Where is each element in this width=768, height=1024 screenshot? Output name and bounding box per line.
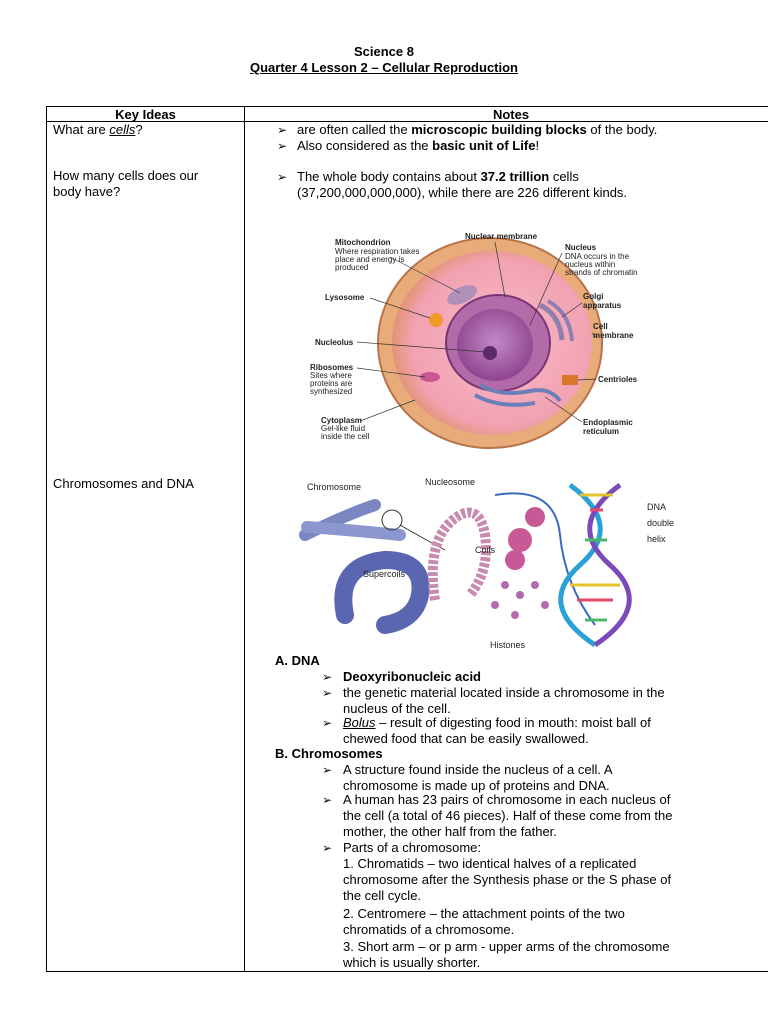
column-header-key-ideas: Key Ideas [115, 107, 176, 122]
chromosome-pairs: A human has 23 pairs of chromosome in ea… [343, 792, 673, 839]
label-ribosomes: Ribosomes [310, 363, 354, 372]
label-cytoplasm-desc: Gel-like fluid [321, 424, 365, 433]
label-coils: Coils [475, 545, 496, 555]
label-nucleus: Nucleus [565, 243, 597, 252]
chromosome-shape [299, 499, 406, 541]
coils-shape [427, 507, 545, 601]
chromosome-structure: A structure found inside the nucleus of … [343, 762, 613, 793]
dna-helix-shape [558, 482, 632, 648]
bolus-note: Bolus – result of digesting food in mout… [343, 715, 651, 746]
lysosome-shape [429, 313, 443, 327]
label-mito-desc: place and energy is [335, 255, 404, 264]
section-b-title: B. Chromosomes [275, 746, 383, 761]
golgi-shape [546, 299, 574, 342]
column-header-notes: Notes [492, 107, 530, 122]
histones-shape [491, 581, 549, 619]
dna-genetic-material: the genetic material located inside a ch… [343, 685, 665, 716]
animal-cell-diagram: Mitochondrion Where respiration takes pl… [310, 232, 638, 449]
part-chromatids: 1. Chromatids – two identical halves of … [343, 856, 672, 903]
label-nucleus-desc: nucleus within [565, 260, 615, 269]
note-cell-count: The whole body contains about 37.2 trill… [297, 169, 628, 200]
chromosome-dna-diagram: Chromosome Nucleosome Coils Supercoils H… [299, 477, 674, 650]
label-nucleolus: Nucleolus [315, 338, 354, 347]
label-ribosomes-desc: synthesized [310, 387, 352, 396]
bullet-arrow-icon: ➢ [277, 139, 288, 153]
part-short-arm: 3. Short arm – or p arm - upper arms of … [343, 939, 670, 970]
bullet-arrow-icon: ➢ [277, 123, 288, 137]
label-dna: DNA [647, 502, 666, 512]
label-dna: double [647, 518, 674, 528]
bullet-arrow-icon: ➢ [322, 793, 333, 807]
notes-table: Key Ideas Notes [46, 106, 768, 972]
label-cell-membrane: membrane [593, 331, 634, 340]
er-shape [478, 383, 562, 403]
centriole-shape [562, 375, 578, 385]
label-lysosome: Lysosome [325, 293, 365, 302]
column-divider [244, 107, 245, 971]
label-mito-desc: produced [335, 263, 368, 272]
label-nucleus-desc: DNA occurs in the [565, 252, 630, 261]
bullet-arrow-icon: ➢ [322, 686, 333, 700]
part-centromere: 2. Centromere – the attachment points of… [343, 906, 625, 937]
note-building-blocks: are often called the microscopic buildin… [297, 122, 658, 137]
label-histones: Histones [490, 640, 526, 650]
nucleus-inner-shape [457, 309, 533, 381]
label-golgi: Golgi [583, 292, 603, 301]
bullet-arrow-icon: ➢ [322, 841, 333, 855]
bullet-arrow-icon: ➢ [322, 670, 333, 684]
lesson-title: Quarter 4 Lesson 2 – Cellular Reproducti… [249, 60, 518, 75]
key-idea-cells: What are cells? [53, 122, 143, 137]
label-cytoplasm-desc: inside the cell [321, 432, 370, 441]
nucleolus-shape [483, 346, 497, 360]
supercoils-shape [334, 550, 430, 634]
label-mitochondrion: Mitochondrion [335, 238, 391, 247]
chromosome-parts-heading: Parts of a chromosome: [343, 840, 481, 855]
section-a-title: A. DNA [275, 653, 320, 668]
header-divider [47, 121, 768, 122]
dna-definition: Deoxyribonucleic acid [343, 669, 481, 684]
label-ribosomes-desc: proteins are [310, 379, 353, 388]
label-supercoils: Supercoils [363, 569, 406, 579]
label-golgi: apparatus [583, 301, 622, 310]
bullet-arrow-icon: ➢ [322, 763, 333, 777]
label-centrioles: Centrioles [598, 375, 638, 384]
label-er: reticulum [583, 427, 619, 436]
document-title: Science 8 [354, 44, 414, 59]
key-idea-chromosomes-dna: Chromosomes and DNA [53, 476, 194, 491]
label-cytoplasm: Cytoplasm [321, 416, 362, 425]
label-er: Endoplasmic [583, 418, 633, 427]
label-nuclear-membrane: Nuclear membrane [465, 232, 538, 241]
label-chromosome: Chromosome [307, 482, 361, 492]
label-cell-membrane: Cell [593, 322, 608, 331]
bullet-arrow-icon: ➢ [322, 716, 333, 730]
label-mito-desc: Where respiration takes [335, 247, 419, 256]
note-basic-unit: Also considered as the basic unit of Lif… [297, 138, 540, 153]
bullet-arrow-icon: ➢ [277, 170, 288, 184]
label-nucleus-desc: strands of chromatin [565, 268, 637, 277]
label-dna: helix [647, 534, 666, 544]
label-nucleosome: Nucleosome [425, 477, 475, 487]
label-ribosomes-desc: Sites where [310, 371, 352, 380]
